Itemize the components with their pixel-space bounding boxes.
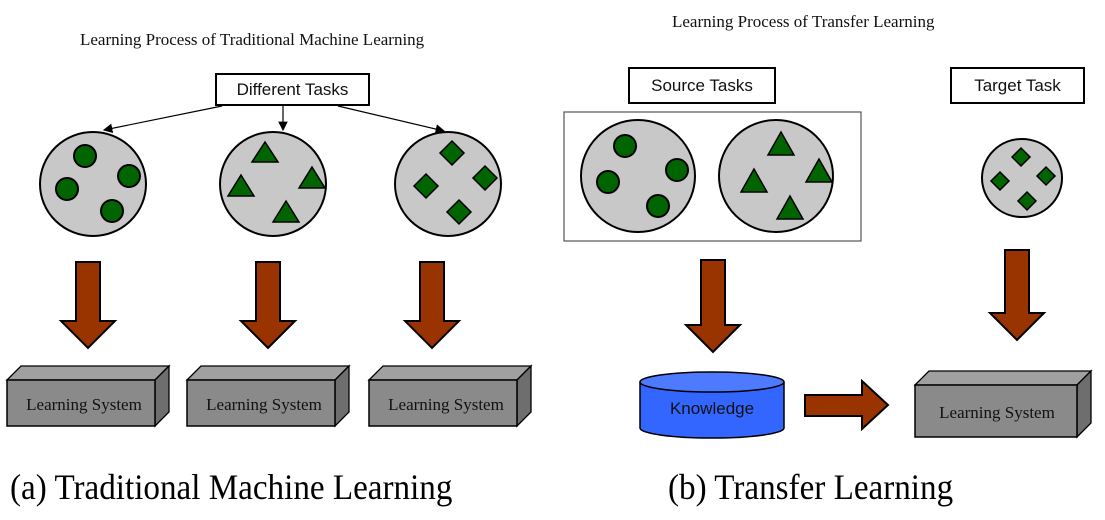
learning-system-box (5, 364, 171, 428)
learning-system-box (913, 369, 1093, 439)
learning-system-label-target: Learning System (939, 403, 1055, 422)
down-arrow-icon (987, 249, 1047, 342)
down-arrow-icon (58, 261, 118, 350)
circle-item-icon (596, 170, 620, 194)
knowledge-label: Knowledge (670, 399, 754, 418)
right-panel-title: Learning Process of Transfer Learning (672, 12, 935, 31)
diamond-item-icon (412, 172, 440, 200)
triangle-item-icon (739, 167, 769, 193)
target-group-diamonds (981, 138, 1063, 218)
transfer-arrow-icon (804, 378, 890, 432)
connector-arrow-1 (102, 105, 223, 134)
triangle-item-icon (766, 130, 796, 156)
connector-arrow-3 (337, 105, 446, 134)
task-group-triangles (219, 131, 327, 237)
task-group-circles (39, 131, 147, 237)
left-panel-title: Learning Process of Traditional Machine … (80, 30, 425, 49)
circle-item-icon (665, 158, 689, 182)
down-arrow-icon (238, 261, 298, 350)
learning-system-label-2: Learning System (206, 395, 322, 414)
caption-a: (a) Traditional Machine Learning (10, 467, 453, 507)
diamond-item-icon (471, 164, 499, 192)
learning-system-label-1: Learning System (26, 395, 142, 414)
diamond-item-icon (438, 139, 466, 167)
circle-item-icon (55, 177, 79, 201)
triangle-item-icon (804, 157, 834, 183)
triangle-item-icon (271, 199, 301, 223)
source-group-triangles (718, 119, 834, 233)
down-arrow-icon (683, 259, 743, 354)
diamond-item-icon (1016, 190, 1038, 212)
diamond-item-icon (1010, 146, 1032, 168)
learning-system-box (185, 364, 351, 428)
triangle-item-icon (226, 173, 256, 197)
diamond-item-icon (445, 198, 473, 226)
source-group-circles (580, 119, 696, 233)
triangle-item-icon (250, 140, 280, 163)
learning-system-box (367, 364, 533, 428)
knowledge-database: Knowledge (639, 371, 785, 439)
caption-b: (b) Transfer Learning (668, 467, 954, 507)
triangle-item-icon (297, 165, 327, 189)
down-arrow-icon (402, 261, 462, 350)
circle-item-icon (100, 199, 124, 223)
circle-item-icon (73, 144, 97, 168)
different-tasks-box: Different Tasks (215, 73, 370, 106)
triangle-item-icon (775, 194, 805, 220)
source-tasks-box: Source Tasks (628, 67, 776, 104)
circle-item-icon (646, 194, 670, 218)
diamond-item-icon (1035, 165, 1057, 187)
task-group-diamonds (394, 131, 502, 237)
learning-system-label-3: Learning System (388, 395, 504, 414)
target-task-box: Target Task (950, 67, 1085, 104)
diamond-item-icon (989, 170, 1011, 192)
circle-item-icon (117, 164, 141, 188)
circle-item-icon (613, 134, 637, 158)
